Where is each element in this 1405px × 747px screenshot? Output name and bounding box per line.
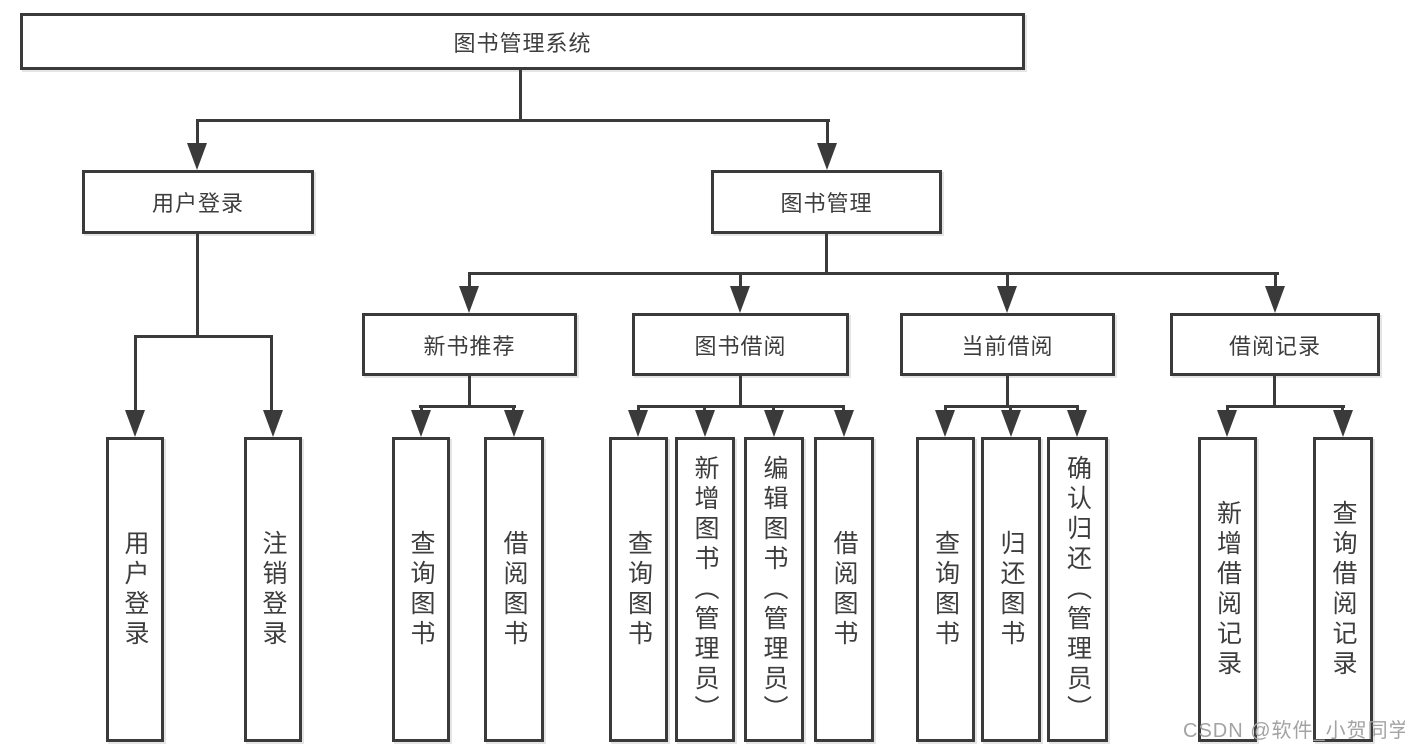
- arrow-down-icon: [459, 286, 479, 313]
- arrow-down-icon: [1265, 286, 1285, 313]
- leaf-edit-books-admin: 编辑图书（管理员）: [744, 437, 804, 742]
- arrow-down-icon: [1001, 410, 1021, 437]
- connector-drop-leaf: [1226, 405, 1229, 413]
- arrow-down-icon: [764, 410, 784, 437]
- arrow-down-icon: [695, 410, 715, 437]
- csdn-watermark: CSDN @软件_小贺同学: [1183, 720, 1405, 742]
- leaf-query-books-current: 查询图书: [916, 437, 975, 742]
- leaf-logout: 注销登录: [244, 437, 302, 742]
- connector-bookmgmt-rail: [468, 272, 1279, 275]
- arrow-down-icon: [730, 286, 750, 313]
- connector-bookmgmt-stem: [825, 232, 828, 275]
- connector-records-stem: [1273, 374, 1276, 408]
- connector-drop-l3: [1274, 272, 1277, 289]
- arrow-down-icon: [411, 410, 431, 437]
- connector-drop-user-login: [196, 119, 199, 146]
- leaf-borrow-books-borrowing: 借阅图书: [814, 437, 874, 742]
- connector-drop-leaf: [1076, 405, 1079, 413]
- node-borrowing-records: 借阅记录: [1170, 313, 1380, 376]
- connector-drop-l3: [739, 272, 742, 289]
- connector-drop-book-mgmt: [826, 119, 829, 146]
- connector-drop-leaf: [420, 405, 423, 413]
- node-current-borrowing: 当前借阅: [900, 313, 1115, 376]
- connector-drop-leaf: [512, 405, 515, 413]
- connector-recommend-stem: [468, 374, 471, 408]
- node-library-system: 图书管理系统: [20, 13, 1025, 70]
- arrow-down-icon: [125, 410, 145, 437]
- connector-drop-leaf: [637, 405, 640, 413]
- connector-current-stem: [1006, 374, 1009, 408]
- connector-drop-leaf: [270, 335, 273, 413]
- leaf-user-login: 用户登录: [106, 437, 164, 742]
- connector-drop-leaf: [134, 335, 137, 413]
- node-book-borrowing: 图书借阅: [632, 313, 849, 376]
- arrow-down-icon: [1333, 410, 1353, 437]
- leaf-borrow-books-recommend: 借阅图书: [484, 437, 544, 742]
- connector-userlogin-rail: [134, 335, 273, 338]
- arrow-down-icon: [935, 410, 955, 437]
- connector-drop-leaf: [1341, 405, 1344, 413]
- connector-root-rail: [196, 119, 830, 122]
- leaf-query-books-recommend: 查询图书: [392, 437, 450, 742]
- arrow-down-icon: [628, 410, 648, 437]
- connector-records-rail: [1226, 405, 1345, 408]
- node-new-book-recommend: 新书推荐: [362, 313, 577, 376]
- leaf-add-borrow-record: 新增借阅记录: [1198, 437, 1257, 742]
- connector-borrowing-stem: [739, 374, 742, 408]
- leaf-query-borrow-record: 查询借阅记录: [1313, 437, 1373, 742]
- connector-drop-leaf: [842, 405, 845, 413]
- node-user-login: 用户登录: [82, 170, 314, 234]
- connector-root-stem: [519, 68, 522, 120]
- arrow-down-icon: [834, 410, 854, 437]
- leaf-confirm-return-admin: 确认归还（管理员）: [1047, 437, 1108, 742]
- arrow-down-icon: [1067, 410, 1087, 437]
- connector-drop-l3: [468, 272, 471, 289]
- connector-drop-leaf: [772, 405, 775, 413]
- connector-drop-leaf: [1009, 405, 1012, 413]
- arrow-down-icon: [263, 410, 283, 437]
- node-book-management: 图书管理: [711, 170, 942, 234]
- connector-drop-leaf: [703, 405, 706, 413]
- leaf-return-books: 归还图书: [981, 437, 1041, 742]
- arrow-down-icon: [187, 143, 207, 170]
- connector-drop-leaf: [944, 405, 947, 413]
- arrow-down-icon: [817, 143, 837, 170]
- connector-recommend-rail: [419, 405, 516, 408]
- leaf-add-books-admin: 新增图书（管理员）: [675, 437, 735, 742]
- arrow-down-icon: [504, 410, 524, 437]
- arrow-down-icon: [997, 286, 1017, 313]
- connector-userlogin-stem: [196, 232, 199, 338]
- arrow-down-icon: [1217, 410, 1237, 437]
- leaf-query-books-borrowing: 查询图书: [609, 437, 668, 742]
- connector-drop-l3: [1006, 272, 1009, 289]
- connector-borrowing-rail: [637, 405, 845, 408]
